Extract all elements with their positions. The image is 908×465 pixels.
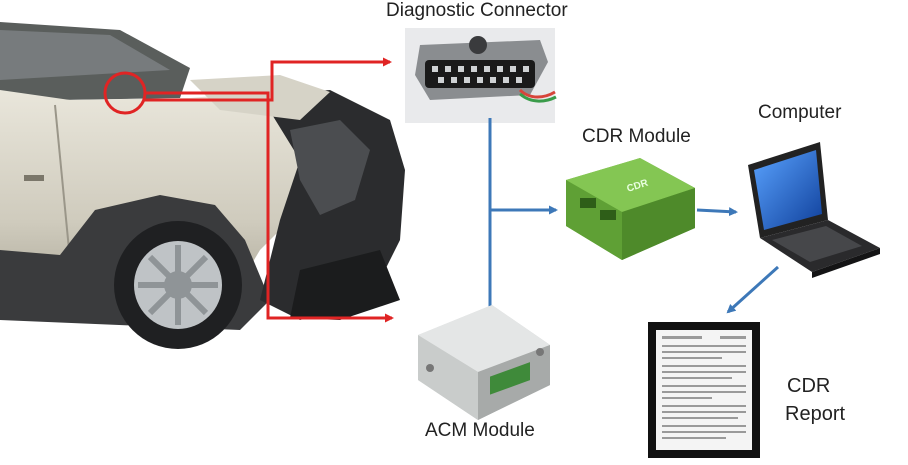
- label-cdr-report-line2: Report: [785, 400, 845, 428]
- label-cdr-report: CDR Report: [785, 372, 845, 428]
- label-acm-module: ACM Module: [425, 420, 535, 442]
- label-cdr-module: CDR Module: [582, 126, 691, 148]
- door-handle: [24, 175, 44, 181]
- computer-image: [748, 142, 880, 278]
- crashed-car-image: [0, 22, 405, 349]
- cdr-report-image: [648, 322, 760, 458]
- label-diagnostic-connector: Diagnostic Connector: [386, 0, 568, 22]
- arrow-to-computer: [697, 210, 736, 212]
- acm-module-image: [418, 305, 550, 420]
- diagnostic-connector-image: [405, 28, 556, 123]
- label-cdr-report-line1: CDR: [785, 372, 845, 400]
- cdr-module-image: CDR: [566, 158, 695, 260]
- arrow-to-cdr-report: [728, 267, 778, 312]
- label-computer: Computer: [758, 102, 841, 124]
